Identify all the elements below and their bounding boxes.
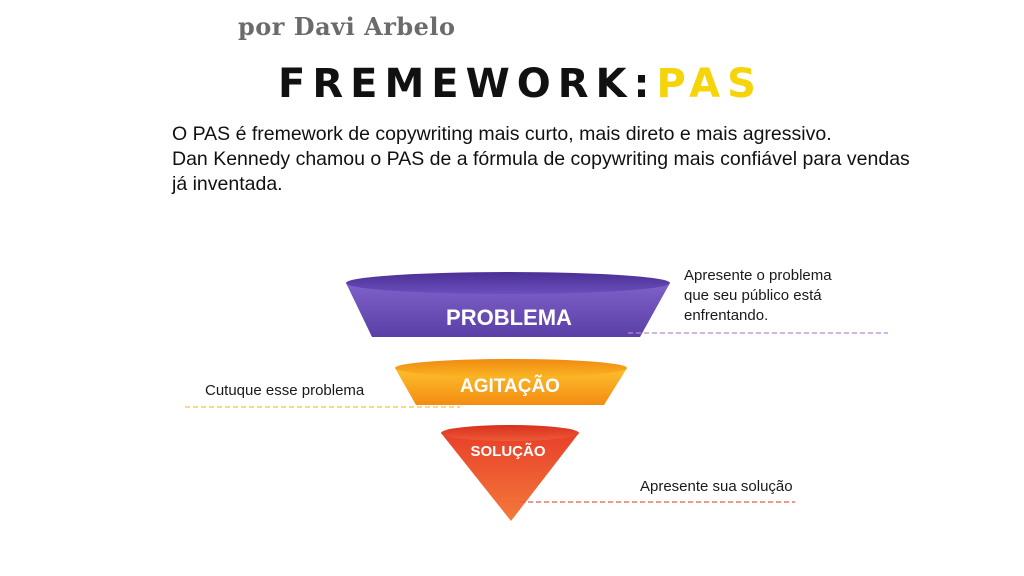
agitation-description: Cutuque esse problema (205, 382, 365, 399)
byline: por Davi Arbelo (238, 12, 456, 41)
solution-description: Apresente sua solução (640, 478, 793, 495)
funnel-segment-problem: PROBLEMA (346, 272, 670, 337)
solution-body-shape (441, 433, 579, 521)
problem-top-shape (346, 272, 670, 294)
title-main: FREMEWORK: (278, 61, 657, 107)
agitation-top-shape (395, 359, 627, 377)
problem-description-line-3: enfrentando. (684, 307, 769, 324)
solution-top-shape (441, 425, 579, 441)
problem-label: PROBLEMA (446, 305, 572, 330)
funnel-segment-solution: SOLUÇÃO (441, 425, 579, 521)
intro-text: O PAS é fremework de copywriting mais cu… (172, 122, 912, 197)
problem-body-shape (346, 283, 670, 337)
problem-description: Apresente o problema que seu público est… (684, 266, 884, 326)
solution-label: SOLUÇÃO (471, 442, 546, 460)
agitation-body-shape (395, 368, 627, 405)
intro-paragraph-2: Dan Kennedy chamou o PAS de a fórmula de… (172, 148, 910, 195)
problem-description-line-1: Apresente o problema (684, 267, 832, 284)
page-title: FREMEWORK:PAS (278, 60, 763, 108)
intro-paragraph-1: O PAS é fremework de copywriting mais cu… (172, 123, 832, 145)
problem-description-line-2: que seu público está (684, 287, 822, 304)
funnel-segment-agitation: AGITAÇÃO (395, 359, 627, 405)
agitation-label: AGITAÇÃO (460, 375, 560, 397)
title-accent: PAS (656, 61, 763, 107)
